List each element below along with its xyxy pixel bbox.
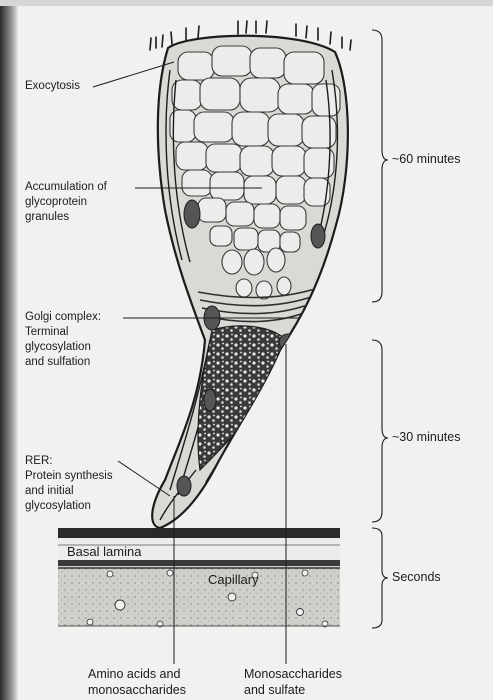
time-brackets: [372, 30, 388, 628]
label-capillary: Capillary: [208, 572, 259, 587]
label-basal-lamina: Basal lamina: [67, 544, 141, 559]
time-30-minutes: ~30 minutes: [392, 430, 460, 444]
label-accumulation: Accumulation of glycoprotein granules: [25, 180, 107, 225]
goblet-cell: [150, 21, 351, 528]
label-amino-acids: Amino acids and monosaccharides: [88, 666, 186, 698]
label-rer: RER: Protein synthesis and initial glyco…: [25, 454, 113, 514]
capillary-region: [58, 566, 340, 627]
time-seconds: Seconds: [392, 570, 441, 584]
label-monosaccharides: Monosaccharides and sulfate: [244, 666, 342, 698]
label-exocytosis: Exocytosis: [25, 79, 80, 94]
time-60-minutes: ~60 minutes: [392, 152, 460, 166]
label-golgi: Golgi complex: Terminal glycosylation an…: [25, 310, 101, 370]
